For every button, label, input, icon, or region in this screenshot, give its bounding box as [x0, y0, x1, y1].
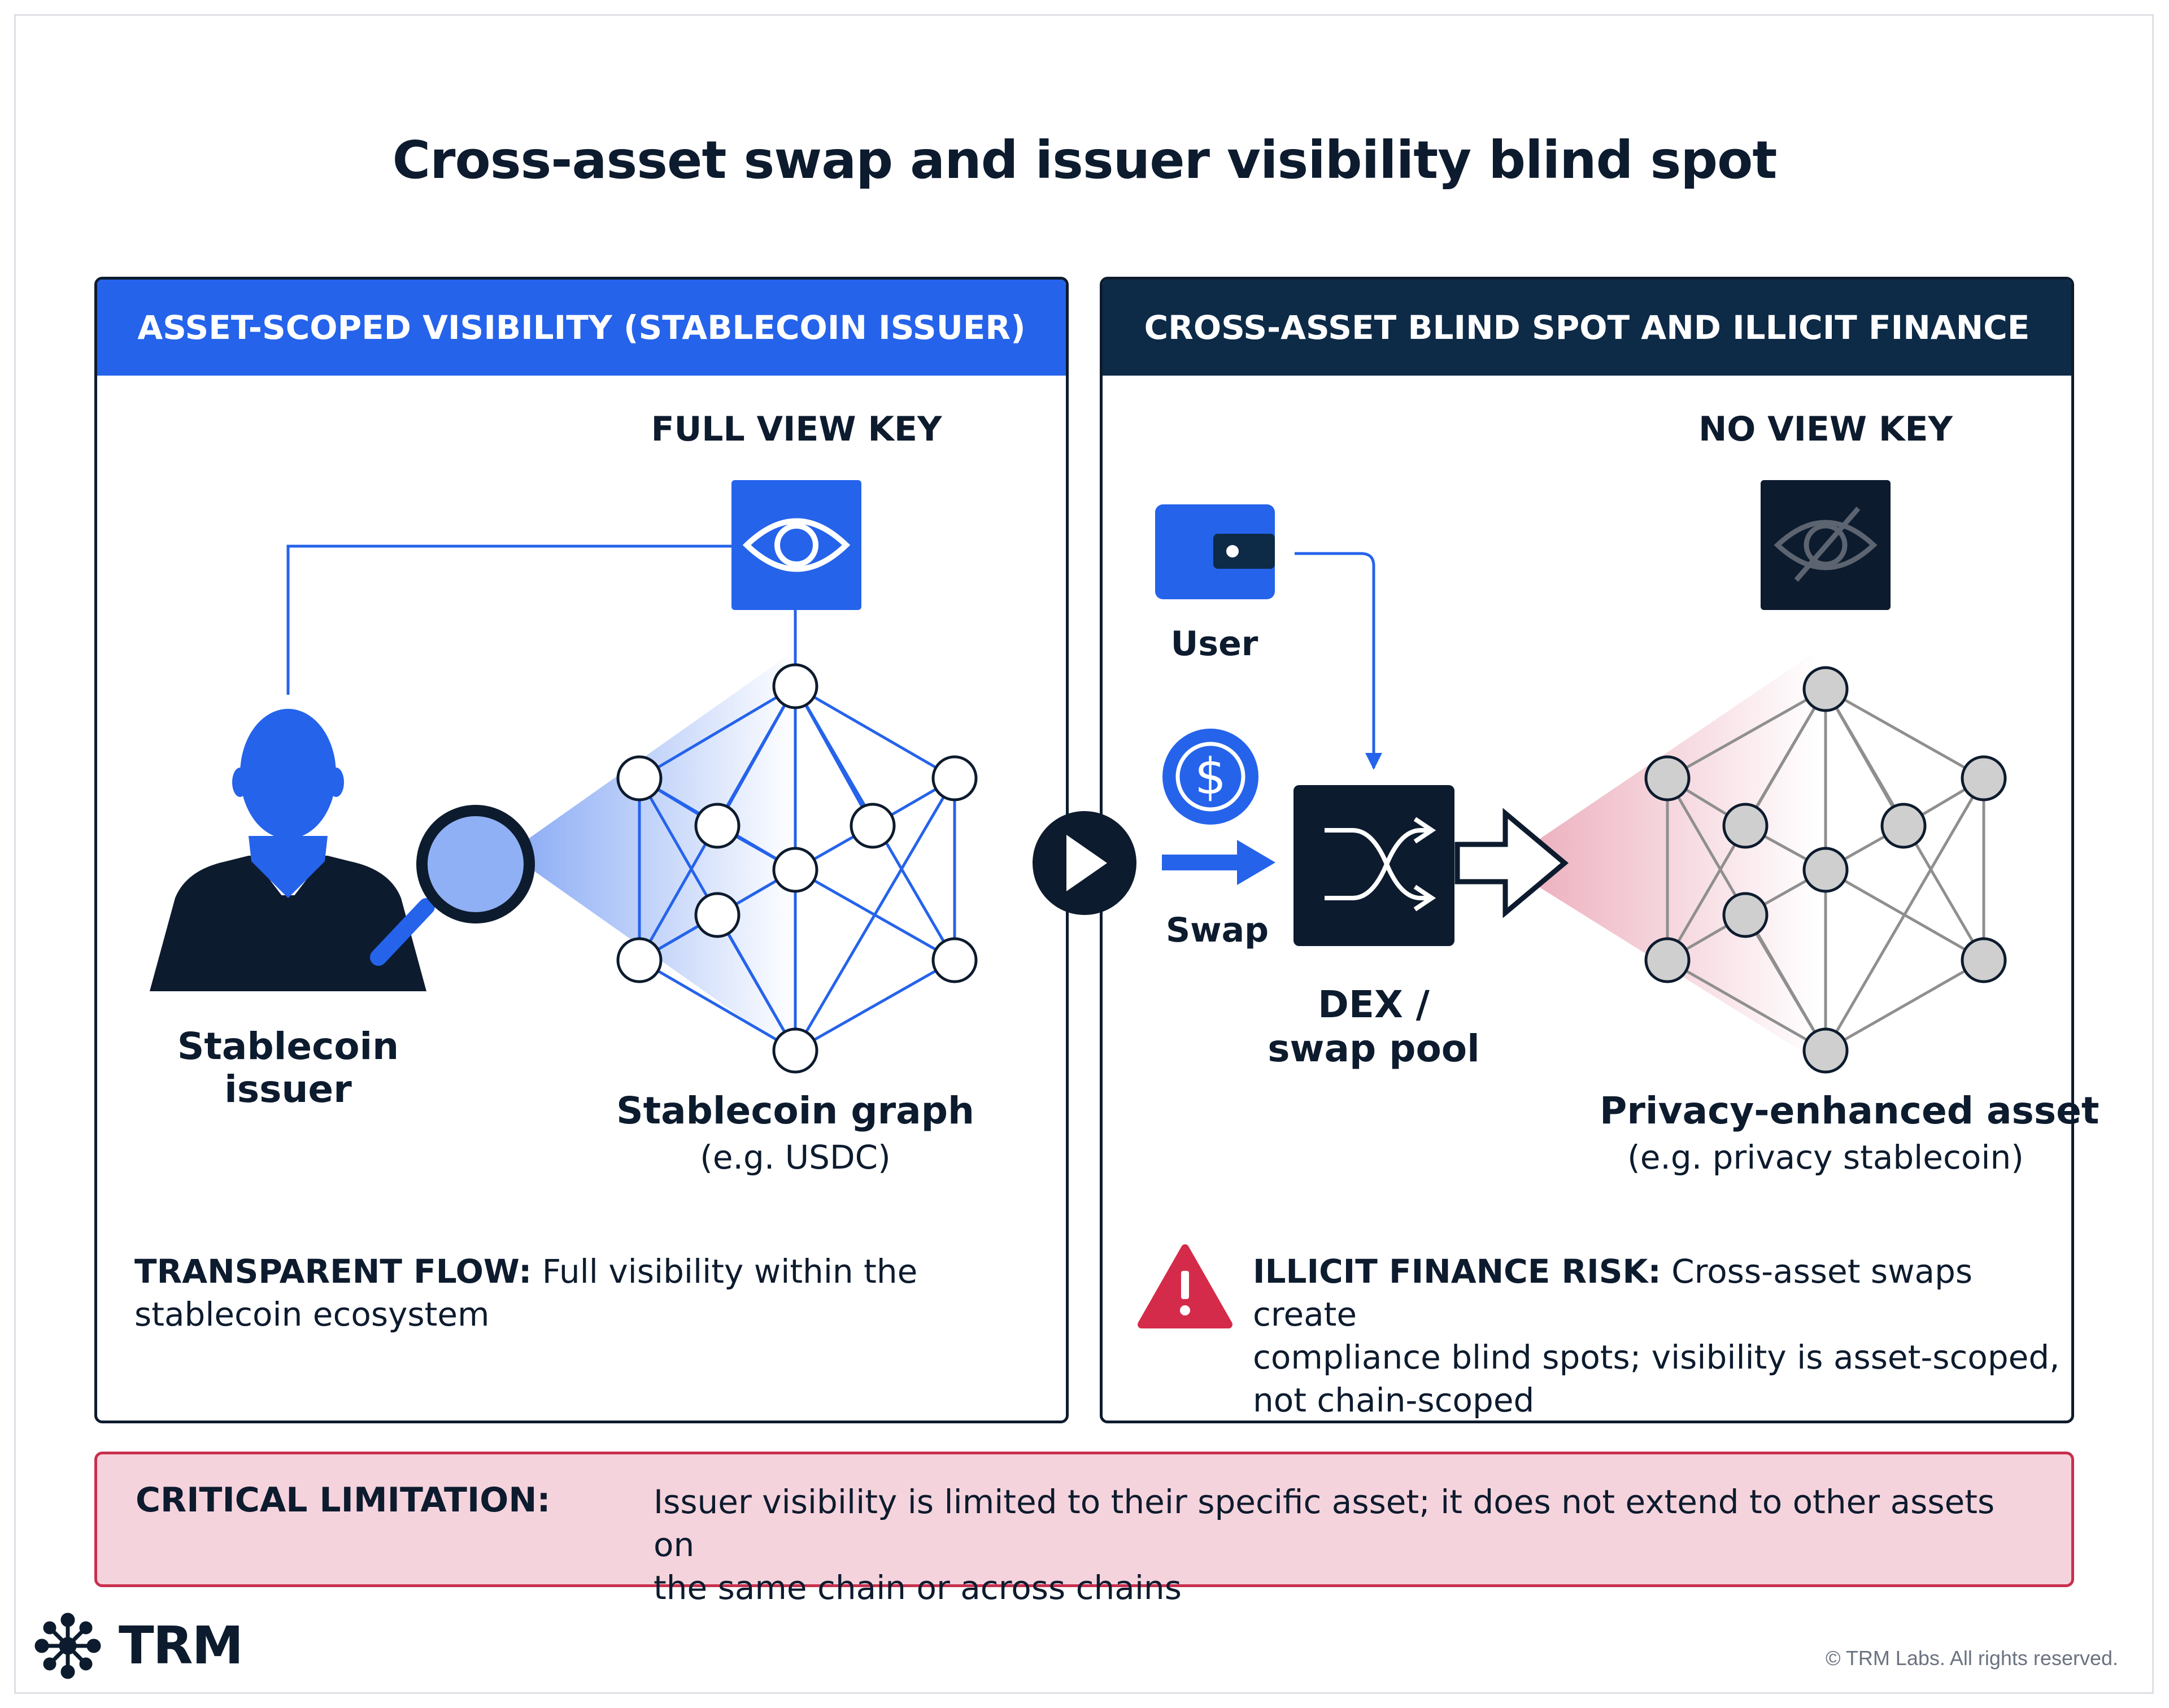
no-view-key-label: NO VIEW KEY	[1698, 409, 1953, 449]
trm-brand: TRM	[44, 1614, 243, 1676]
stablecoin-graph-label: Stablecoin graph	[616, 1089, 974, 1132]
trm-logo-spacer	[44, 1614, 106, 1676]
critical-limitation-text-1: Issuer visibility is limited to their sp…	[654, 1483, 1995, 1564]
figure-frame	[14, 14, 2154, 1694]
trm-wordmark: TRM	[119, 1615, 243, 1676]
copyright-notice: © TRM Labs. All rights reserved.	[1825, 1646, 2118, 1670]
dex-label-line2: swap pool	[1268, 1027, 1480, 1070]
privacy-asset-sublabel: (e.g. privacy stablecoin)	[1627, 1138, 2024, 1177]
illicit-finance-text-3: not chain-scoped	[1253, 1381, 1535, 1419]
critical-limitation-box: CRITICAL LIMITATION: Issuer visibility i…	[94, 1452, 2074, 1607]
illicit-finance-text-1: Cross-asset swaps create	[1253, 1252, 1973, 1334]
swap-label: Swap	[1165, 910, 1269, 950]
transparent-flow-text-1: Full visibility within the	[532, 1252, 918, 1291]
dex-label-line1: DEX /	[1318, 983, 1430, 1026]
critical-limitation-text: Issuer visibility is limited to their sp…	[654, 1480, 2009, 1609]
transparent-flow-label: TRANSPARENT FLOW:	[134, 1252, 532, 1291]
transparent-flow-text-2: stablecoin ecosystem	[134, 1295, 490, 1334]
cross-asset-header: CROSS-ASSET BLIND SPOT AND ILLICIT FINAN…	[1103, 280, 2071, 443]
full-view-key-label: FULL VIEW KEY	[651, 409, 942, 449]
issuer-label-line1: Stablecoin	[177, 1025, 399, 1068]
critical-limitation-text-2: the same chain or across chains	[654, 1568, 1182, 1607]
privacy-asset-label: Privacy-enhanced asset	[1600, 1089, 2100, 1132]
page-title: Cross-asset swap and issuer visibility b…	[392, 130, 1778, 190]
stablecoin-graph-sublabel: (e.g. USDC)	[700, 1138, 891, 1177]
illicit-finance-label: ILLICIT FINANCE RISK:	[1253, 1252, 1661, 1291]
illicit-finance-note: ILLICIT FINANCE RISK: Cross-asset swaps …	[1253, 1250, 2066, 1422]
illicit-finance-text-2: compliance blind spots; visibility is as…	[1253, 1338, 2060, 1376]
transparent-flow-note: TRANSPARENT FLOW: Full visibility within…	[134, 1250, 1038, 1336]
asset-scoped-header: ASSET-SCOPED VISIBILITY (STABLECOIN ISSU…	[97, 280, 1066, 376]
user-label: User	[1170, 624, 1258, 664]
critical-limitation-label: CRITICAL LIMITATION:	[136, 1480, 551, 1520]
issuer-label-line2: issuer	[224, 1068, 352, 1111]
